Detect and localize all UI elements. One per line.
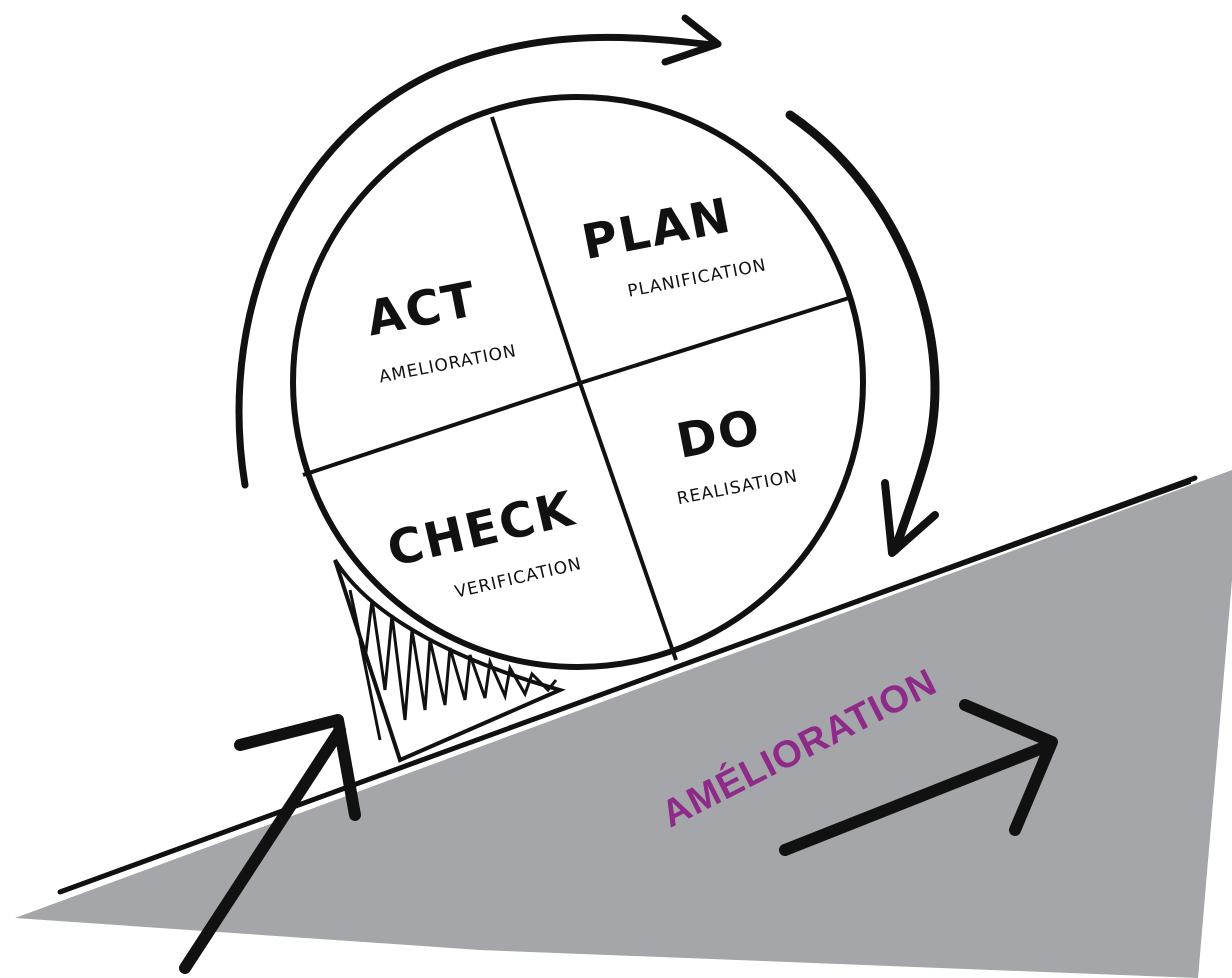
- cycle-arrow-top-head: [661, 14, 722, 66]
- cycle-arrow-top-arc: [235, 33, 716, 489]
- cycle-arrow-right-arc: [785, 110, 940, 555]
- arrow-right-icon: [779, 699, 1058, 856]
- circular-arrow-icon: [235, 14, 940, 557]
- cycle-arrow-right-head: [881, 479, 939, 557]
- wedge-block: [333, 558, 566, 763]
- arrow-up-right-icon: [179, 714, 361, 974]
- wheel-divider-horizontal: [302, 295, 853, 477]
- incline-edge-second-stroke: [69, 482, 1191, 888]
- wedge-hatching: [348, 589, 558, 741]
- incline-slope: [15, 470, 1232, 978]
